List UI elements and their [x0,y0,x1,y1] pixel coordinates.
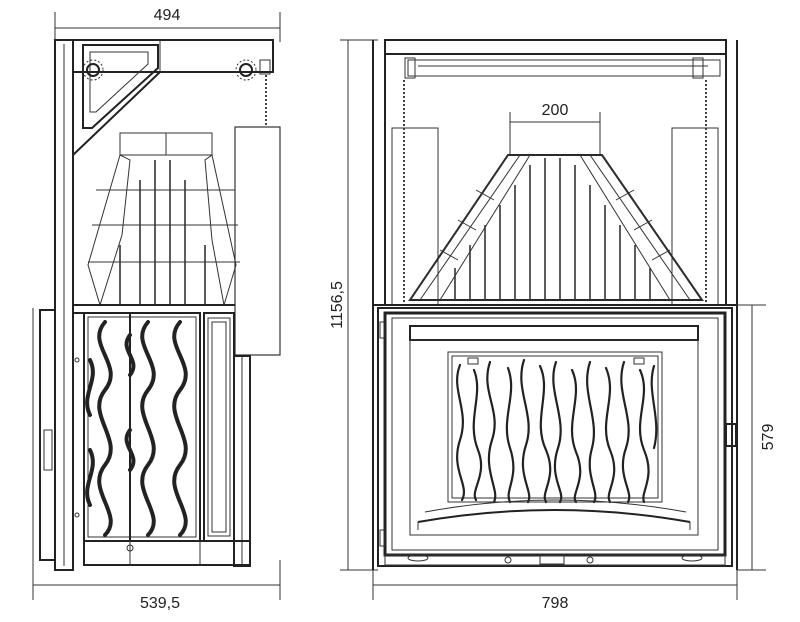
front-view: 1156,5 200 [329,39,777,612]
dimension-bottom-depth: 539,5 [32,308,281,612]
dimension-label-1156-5: 1156,5 [329,281,346,329]
dimension-label-494: 494 [154,7,181,24]
front-door [377,307,737,567]
gear-icon [86,63,100,77]
side-back-plate [234,126,281,356]
dimension-flue-width: 200 [509,102,601,155]
side-frame [54,39,274,571]
gear-icon [239,63,253,77]
dimension-label-579: 579 [760,424,777,451]
dimension-total-height: 1156,5 [329,39,378,571]
dimension-label-200: 200 [542,102,569,119]
side-hood [73,132,240,307]
front-hood [373,154,737,306]
side-view: 494 [32,7,281,612]
dimension-top-width: 494 [54,7,281,42]
dimension-label-539-5: 539,5 [140,595,180,612]
dimension-label-798: 798 [542,595,569,612]
side-firebox [39,309,251,567]
dimension-total-width: 798 [372,570,738,612]
dimension-door-height: 579 [737,304,777,571]
